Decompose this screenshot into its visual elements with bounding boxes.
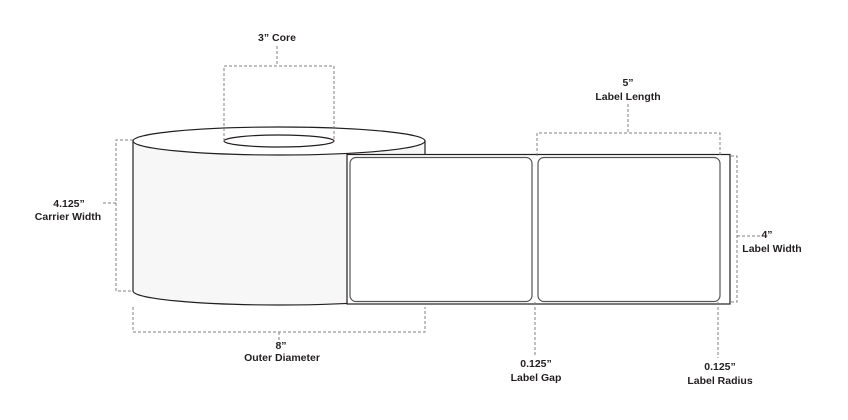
label-gap-dimension: 0.125” Label Gap [511, 302, 562, 384]
outer-diameter-value: 8” [275, 340, 286, 352]
label-gap-label: Label Gap [511, 372, 562, 384]
label-length-value: 5” [622, 77, 633, 89]
label-width-label: Label Width [742, 243, 801, 255]
label-gap-value: 0.125” [520, 358, 552, 370]
carrier-width-label: Carrier Width [35, 211, 101, 223]
core-value: 3” Core [258, 32, 296, 44]
label-width-dimension: 4” Label Width [731, 155, 802, 303]
carrier-width-value: 4.125” [53, 198, 85, 210]
label-1 [349, 156, 533, 303]
label-length-dimension: 5” Label Length [536, 77, 721, 156]
outer-diameter-label: Outer Diameter [244, 352, 320, 364]
label-length-label: Label Length [595, 91, 660, 103]
label-width-value: 4” [761, 229, 772, 241]
label-2 [537, 156, 721, 303]
roll-core [223, 134, 335, 148]
label-radius-dimension: 0.125” Label Radius [687, 302, 753, 387]
outer-diameter-dimension: 8” Outer Diameter [132, 307, 426, 364]
label-radius-value: 0.125” [704, 361, 736, 373]
core-dimension: 3” Core [223, 32, 335, 141]
label-radius-label: Label Radius [687, 375, 753, 387]
carrier-width-dimension: 4.125” Carrier Width [35, 139, 133, 292]
